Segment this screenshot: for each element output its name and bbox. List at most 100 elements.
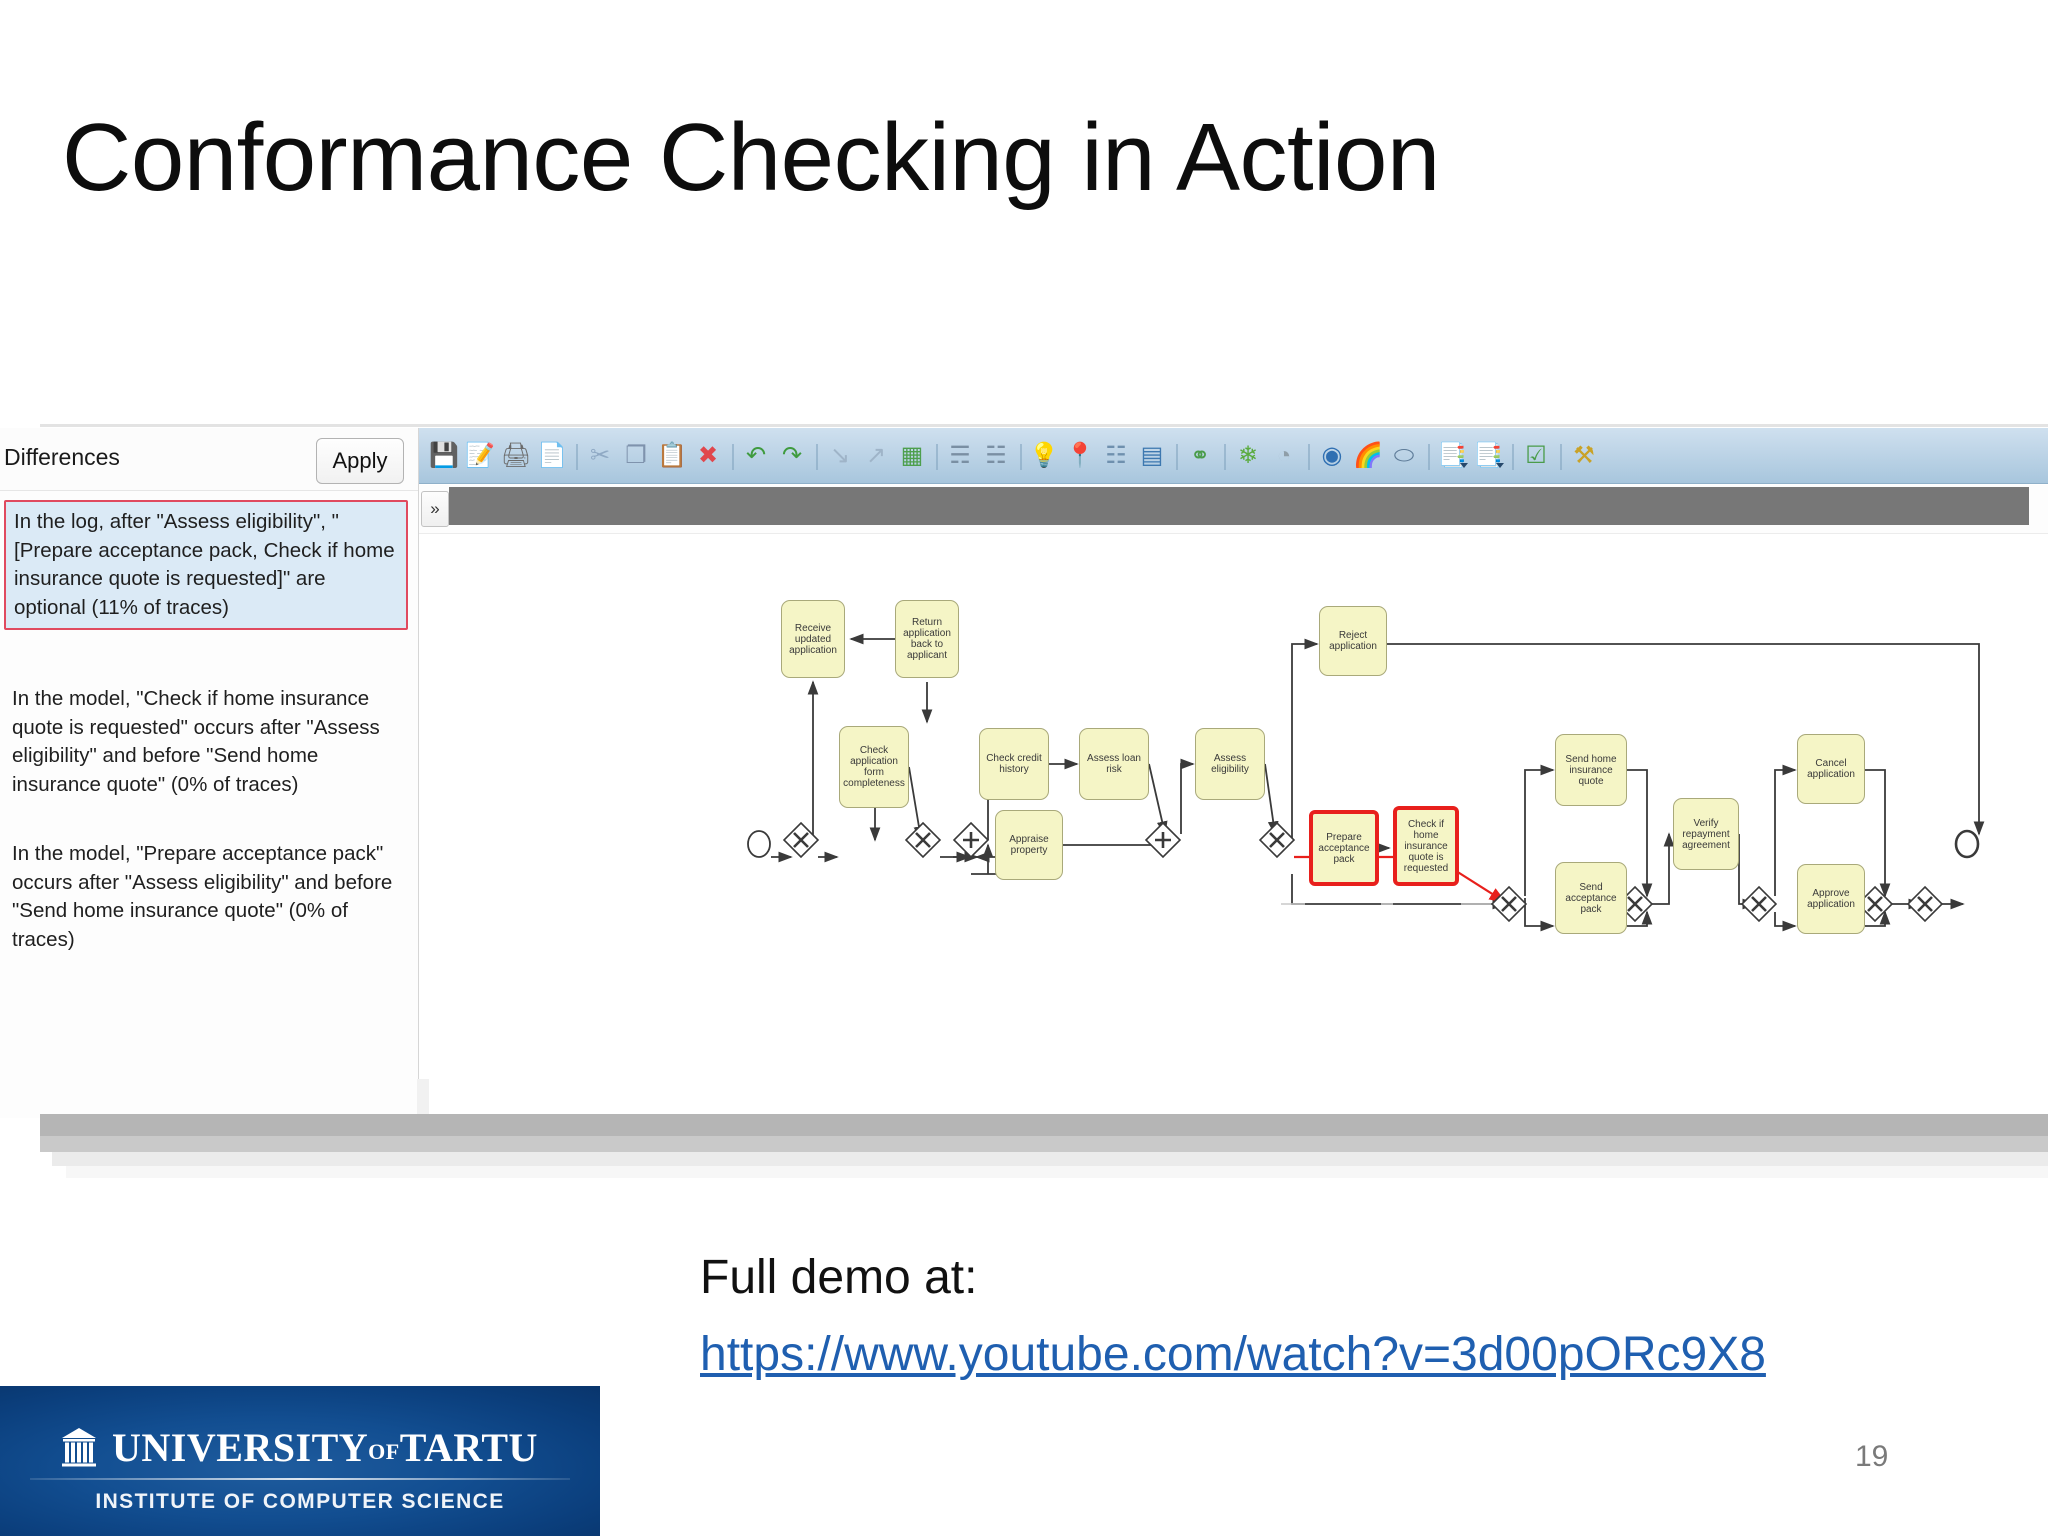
print-icon-glyph: 🖨 — [500, 441, 532, 469]
detail-view-icon[interactable]: ▤ — [1135, 436, 1169, 476]
bpmn-task[interactable]: Send acceptance pack — [1555, 862, 1627, 934]
bpmn-gateway-xor[interactable] — [782, 821, 820, 859]
demo-link[interactable]: https://www.youtube.com/watch?v=3d00pORc… — [700, 1328, 1766, 1381]
toolbar-separator — [1507, 442, 1519, 470]
bpmn-gateway-and[interactable] — [1144, 821, 1182, 859]
info-icon[interactable]: ⬭ — [1387, 436, 1421, 476]
bpmn-task[interactable]: Appraise property — [995, 810, 1063, 880]
bpmn-task[interactable]: Check application form completeness — [839, 726, 909, 808]
bpmn-canvas[interactable]: Receive updated application Return applic… — [419, 534, 2048, 1118]
logo-subtitle: INSTITUTE OF COMPUTER SCIENCE — [95, 1490, 505, 1513]
logo-wordmark-row: UNIVERSITYOFTARTU — [60, 1424, 538, 1471]
list-view-icon[interactable]: ☷ — [1099, 436, 1133, 476]
clock-icon[interactable]: ◔ — [1267, 436, 1301, 476]
bpmn-task[interactable]: Approve application — [1797, 864, 1865, 934]
compare-icon[interactable]: ⚒ — [1567, 436, 1601, 476]
difference-item[interactable]: In the log, after "Assess eligibility", … — [4, 500, 408, 630]
sequence-flow — [1524, 764, 1555, 896]
bpmn-task-label: Cancel application — [1807, 758, 1855, 780]
logo-of-text: OF — [368, 1439, 400, 1464]
bpmn-task[interactable]: Assess eligibility — [1195, 728, 1265, 800]
sequence-flow — [1627, 910, 1653, 927]
copy-icon[interactable]: ❐ — [619, 436, 653, 476]
model-editor-pane: 💾📝🖨📄 ✂ ❐ 📋✖ ↶↷ ↘↗▦ ☴ ☵ 💡📍☷▤ ⚭ ❄ ◔ ◉🌈⬭ 📑📑 ☑ ⚒ » Receive … — [419, 428, 2048, 1118]
bpmn-task[interactable]: Send home insurance quote — [1555, 734, 1627, 806]
bpmn-task-label: Appraise property — [1009, 834, 1049, 856]
sequence-flow — [1651, 832, 1675, 905]
bpmn-task-label: Reject application — [1329, 630, 1377, 652]
sequence-flow — [1264, 763, 1279, 836]
pin-icon[interactable]: 📍 — [1063, 436, 1097, 476]
logo-tartu-text: TARTU — [399, 1425, 538, 1470]
bpmn-gateway-xor[interactable] — [1906, 885, 1944, 923]
bpmn-task[interactable]: Verify repayment agreement — [1673, 798, 1739, 870]
bpmn-task[interactable]: Cancel application — [1797, 734, 1865, 804]
bpmn-task[interactable]: Receive updated application — [781, 600, 845, 678]
delete-icon[interactable]: ✖ — [691, 436, 725, 476]
bpmn-task[interactable]: Assess loan risk — [1079, 728, 1149, 800]
undo-icon[interactable]: ↶ — [739, 436, 773, 476]
toolbar-separator — [931, 442, 943, 470]
bpmn-task[interactable]: Check credit history — [979, 728, 1049, 800]
bpmn-gateway-xor[interactable] — [1258, 821, 1296, 859]
bpmn-gateway-xor[interactable] — [904, 821, 942, 859]
chevron-down-icon[interactable] — [1496, 462, 1504, 468]
apply-button[interactable]: Apply — [316, 438, 404, 484]
sequence-flow — [1774, 912, 1797, 932]
toolbar-separator — [1171, 442, 1183, 470]
bpmn-gateway-and[interactable] — [952, 821, 990, 859]
save-as-icon[interactable]: 📝 — [463, 436, 497, 476]
bpmn-task-label: Assess loan risk — [1087, 753, 1141, 775]
bpmn-task[interactable]: Prepare acceptance pack — [1309, 810, 1379, 886]
bpmn-task-label: Prepare acceptance pack — [1318, 831, 1370, 865]
sequence-flow — [1774, 764, 1797, 896]
bpmn-task[interactable]: Return application back to applicant — [895, 600, 959, 678]
align-left-icon-glyph: ☴ — [949, 441, 971, 469]
horizontal-scrollbar[interactable] — [40, 1114, 2048, 1136]
window-shadow-2 — [52, 1152, 2048, 1166]
validate-icon[interactable]: ☑ — [1519, 436, 1553, 476]
paste-icon[interactable]: 📋 — [655, 436, 689, 476]
print-icon[interactable]: 🖨 — [499, 436, 533, 476]
detail-view-icon-glyph: ▤ — [1140, 441, 1164, 469]
copy-icon-glyph: ❐ — [625, 441, 647, 469]
cut-icon[interactable]: ✂ — [583, 436, 617, 476]
bpmn-task[interactable]: Reject application — [1319, 606, 1387, 676]
open-model-icon[interactable]: 📑 — [1471, 436, 1505, 476]
bpmn-task-label: Check credit history — [986, 753, 1042, 775]
chevron-down-icon[interactable] — [1460, 462, 1468, 468]
sequence-flow — [1387, 643, 1985, 836]
align-right-icon[interactable]: ☵ — [979, 436, 1013, 476]
grid-icon[interactable]: ▦ — [895, 436, 929, 476]
editor-toolbar[interactable]: 💾📝🖨📄 ✂ ❐ 📋✖ ↶↷ ↘↗▦ ☴ ☵ 💡📍☷▤ ⚭ ❄ ◔ ◉🌈⬭ 📑📑 ☑ ⚒ — [419, 428, 2048, 484]
expand-palette-button[interactable]: » — [421, 491, 449, 527]
bpmn-end-event[interactable] — [1954, 829, 1980, 859]
grid-icon-glyph: ▦ — [900, 441, 924, 469]
difference-item[interactable]: In the model, "Check if home insurance q… — [4, 679, 408, 805]
align-left-icon[interactable]: ☴ — [943, 436, 977, 476]
save-icon[interactable]: 💾 — [427, 436, 461, 476]
puzzle-icon-glyph: ❄ — [1237, 441, 1259, 469]
differences-list[interactable]: In the log, after "Assess eligibility", … — [0, 494, 418, 1114]
bpmn-task[interactable]: Check if home insurance quote is request… — [1393, 806, 1459, 886]
rainbow-icon[interactable]: 🌈 — [1351, 436, 1385, 476]
puzzle-icon[interactable]: ❄ — [1231, 436, 1265, 476]
toolbar-separator — [571, 442, 583, 470]
export-pdf-icon[interactable]: 📄 — [535, 436, 569, 476]
open-document-icon[interactable]: 📑 — [1435, 436, 1469, 476]
simulate-icon[interactable]: ◉ — [1315, 436, 1349, 476]
compare-icon-glyph: ⚒ — [1573, 441, 1595, 469]
bpmn-start-event[interactable] — [747, 830, 771, 858]
bpmn-gateway-xor[interactable] — [1856, 885, 1894, 923]
bpmn-gateway-xor[interactable] — [1490, 885, 1528, 923]
zoom-out-icon[interactable]: ↘ — [823, 436, 857, 476]
pane-splitter[interactable] — [417, 1079, 429, 1119]
difference-item[interactable]: In the model, "Prepare acceptance pack" … — [4, 834, 408, 960]
bpmn-gateway-xor[interactable] — [1740, 885, 1778, 923]
bpmn-task-label: Receive updated application — [789, 622, 837, 656]
redo-icon[interactable]: ↷ — [775, 436, 809, 476]
share-icon[interactable]: ⚭ — [1183, 436, 1217, 476]
zoom-in-icon[interactable]: ↗ — [859, 436, 893, 476]
sequence-flow — [1865, 910, 1891, 927]
bulb-icon[interactable]: 💡 — [1027, 436, 1061, 476]
